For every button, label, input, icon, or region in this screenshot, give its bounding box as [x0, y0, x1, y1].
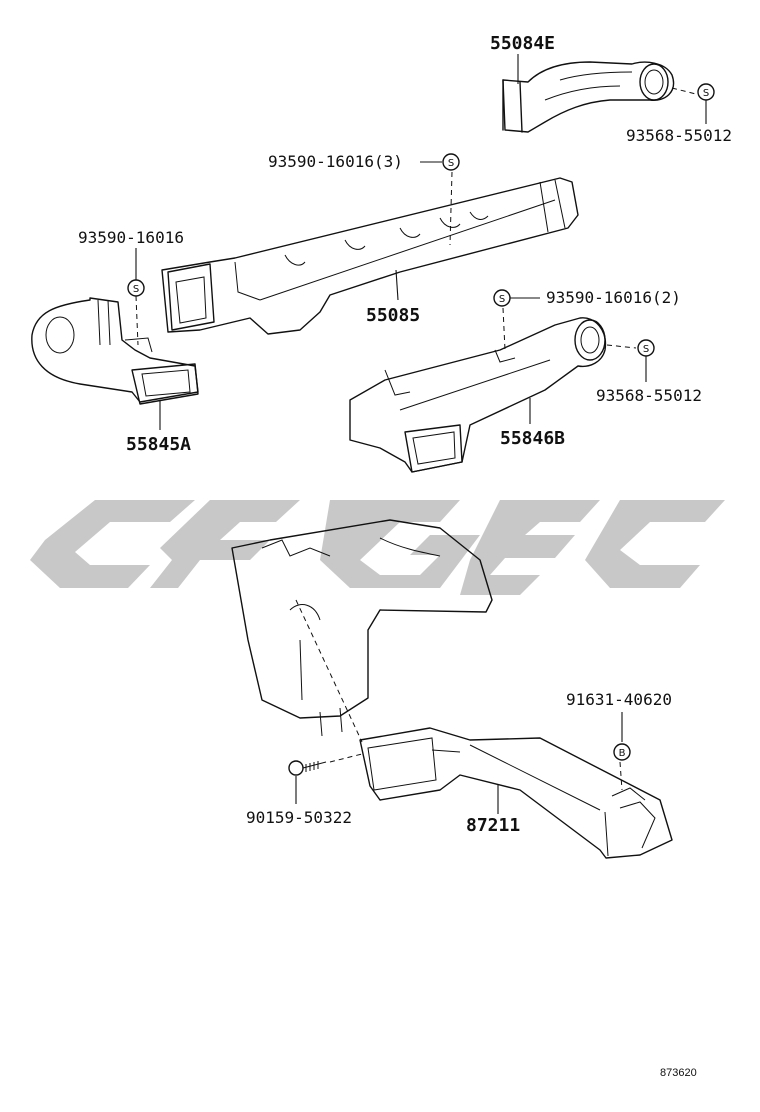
symbol-s-label: S [499, 294, 505, 305]
symbol-s-3: S [127, 279, 145, 297]
label-55846b: 55846B [500, 428, 565, 449]
symbol-s-5: S [637, 339, 655, 357]
symbol-b-label: B [619, 748, 626, 759]
label-93590-3: 93590-16016(3) [268, 152, 403, 171]
label-93568-b: 93568-55012 [596, 386, 702, 405]
duct-55846b [349, 317, 607, 473]
screw-90159 [288, 760, 327, 776]
label-55085: 55085 [366, 305, 420, 326]
label-91631: 91631-40620 [566, 690, 672, 709]
duct-reference-console [231, 519, 493, 737]
label-93568-a: 93568-55012 [626, 126, 732, 145]
dashed-leaders [135, 87, 697, 791]
drawing-code: 873620 [660, 1067, 697, 1079]
duct-55084e [502, 61, 675, 133]
label-87211: 87211 [466, 815, 520, 836]
label-93590-left: 93590-16016 [78, 228, 184, 247]
solid-leaders [135, 54, 707, 814]
duct-55845a [31, 297, 199, 405]
symbol-s-label: S [133, 284, 139, 295]
symbol-b-1: B [613, 743, 631, 761]
symbol-s-1: S [697, 83, 715, 101]
duct-87211 [359, 727, 673, 859]
label-55084e: 55084E [490, 33, 555, 54]
symbol-s-label: S [643, 344, 649, 355]
symbol-s-4: S [493, 289, 511, 307]
label-55845a: 55845A [126, 434, 191, 455]
symbol-s-label: S [448, 158, 454, 169]
watermark-logo [30, 500, 725, 595]
symbol-s-2: S [442, 153, 460, 171]
label-90159: 90159-50322 [246, 808, 352, 827]
label-93590-2: 93590-16016(2) [546, 288, 681, 307]
duct-55085 [161, 177, 579, 335]
symbol-s-label: S [703, 88, 709, 99]
